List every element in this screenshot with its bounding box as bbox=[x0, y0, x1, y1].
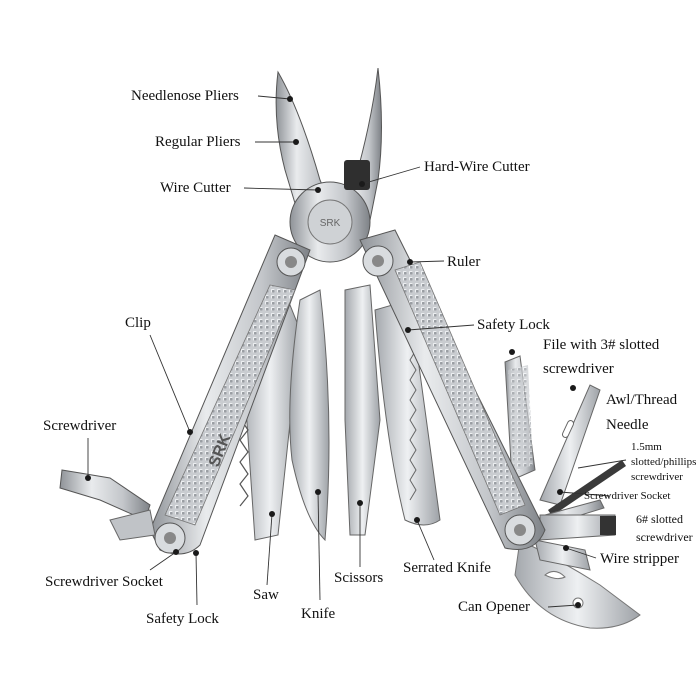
label-saw: Saw bbox=[253, 587, 279, 603]
label-hard-wire-cutter: Hard-Wire Cutter bbox=[424, 159, 530, 175]
label-slotted6-line2: screwdriver bbox=[636, 530, 693, 544]
label-slotted6-line1: 6# slotted bbox=[636, 512, 683, 526]
label-needlenose-pliers: Needlenose Pliers bbox=[131, 88, 239, 104]
label-serrated-knife: Serrated Knife bbox=[403, 560, 491, 576]
label-awl-line2: Needle bbox=[606, 417, 649, 433]
small-screwdriver-tool bbox=[548, 460, 626, 516]
label-screwdriver-socket-left: Screwdriver Socket bbox=[45, 574, 163, 590]
label-screwdriver-socket-right: Screwdriver Socket bbox=[584, 490, 671, 502]
label-clip: Clip bbox=[125, 315, 151, 331]
pliers-engraving: SRK bbox=[320, 218, 341, 229]
knife-blade bbox=[289, 289, 330, 542]
leader-lines bbox=[87, 95, 627, 608]
label-can-opener: Can Opener bbox=[458, 599, 531, 615]
leader-dots bbox=[85, 96, 581, 608]
label-safety-lock-top: Safety Lock bbox=[477, 317, 550, 333]
label-regular-pliers: Regular Pliers bbox=[155, 134, 241, 150]
scissors-blade bbox=[344, 284, 381, 536]
label-knife: Knife bbox=[301, 606, 336, 622]
label-wire-cutter: Wire Cutter bbox=[160, 180, 231, 196]
label-slotted-phillips-line1: 1.5mm bbox=[631, 441, 662, 453]
serrated-knife-blade bbox=[374, 299, 441, 526]
label-screwdriver: Screwdriver bbox=[43, 418, 117, 434]
label-wire-stripper: Wire stripper bbox=[600, 551, 679, 567]
label-slotted-phillips-line2: slotted/phillips bbox=[631, 456, 697, 468]
label-awl-line1: Awl/Thread bbox=[606, 392, 678, 408]
label-file-line2: screwdriver bbox=[543, 361, 614, 377]
label-slotted-phillips-line3: screwdriver bbox=[631, 471, 683, 483]
label-scissors: Scissors bbox=[334, 570, 384, 586]
label-ruler: Ruler bbox=[447, 254, 481, 270]
label-safety-lock-bottom: Safety Lock bbox=[146, 611, 219, 627]
label-file-line1: File with 3# slotted bbox=[543, 337, 660, 353]
left-screwdriver-bit bbox=[59, 469, 151, 521]
